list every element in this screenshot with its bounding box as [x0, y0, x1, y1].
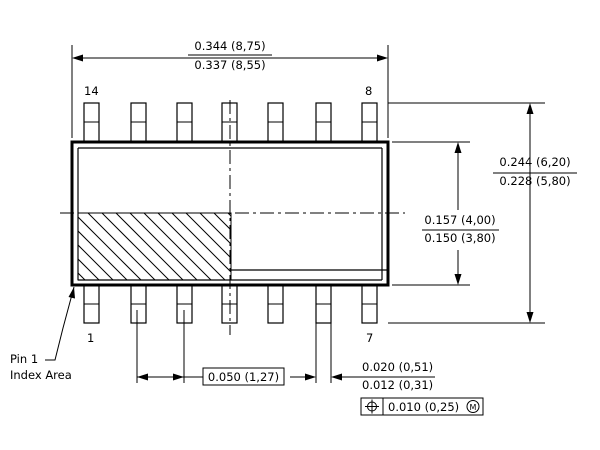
pin-7-label: 7: [366, 331, 373, 345]
lead-top-5: [267, 102, 284, 143]
hatch-line: [157, 213, 226, 280]
position-tolerance-label: 0.010 (0,25): [388, 400, 459, 414]
position-symbol-icon: [365, 399, 379, 414]
pin1-index-hatch: [77, 212, 232, 281]
overall-width-max-label: 0.244 (6,20): [499, 155, 570, 169]
length-max-label: 0.344 (8,75): [194, 39, 265, 53]
body-width-min-label: 0.150 (3,80): [424, 231, 495, 245]
lead-width-dimension: 0.020 (0,51) 0.012 (0,31): [290, 310, 435, 392]
hatch-line: [78, 216, 142, 280]
length-dimension: 0.344 (8,75) 0.337 (8,55): [71, 39, 389, 138]
position-tolerance-frame: 0.010 (0,25) M: [360, 397, 484, 416]
hatch-line: [171, 213, 231, 273]
hatch-line: [78, 230, 128, 280]
hatch-line: [115, 213, 184, 280]
index-label-line2: Index Area: [10, 368, 72, 382]
index-label-line1: Pin 1: [10, 352, 38, 366]
body-width-max-label: 0.157 (4,00): [424, 213, 495, 227]
lead-bottom-6: [315, 284, 332, 324]
overall-width-min-label: 0.228 (5,80): [499, 174, 570, 188]
pitch-label: 0.050 (1,27): [208, 370, 279, 384]
lead-width-min-label: 0.012 (0,31): [362, 378, 433, 392]
hatch-line: [101, 213, 170, 280]
hatch-line: [78, 258, 100, 280]
lead-bottom-7: [361, 284, 378, 324]
lead-top-6: [315, 102, 332, 143]
pin-14-label: 14: [84, 84, 99, 98]
lead-bottom-5: [267, 284, 284, 324]
pitch-dimension: 0.050 (1,27): [136, 310, 285, 386]
hatch-line: [143, 213, 212, 280]
center-lines: [60, 100, 405, 335]
overall-width-dimension: 0.244 (6,20) 0.228 (5,80): [388, 102, 577, 324]
hatch-line: [213, 213, 231, 231]
lead-bottom-2: [130, 284, 147, 324]
mmc-modifier-label: M: [470, 403, 477, 412]
mmc-modifier-icon: [466, 400, 480, 413]
hatch-line: [185, 213, 231, 259]
length-min-label: 0.337 (8,55): [194, 58, 265, 72]
lead-top-2: [130, 102, 147, 143]
lead-top-3: [176, 102, 193, 143]
hatch-line: [87, 213, 156, 280]
pin-8-label: 8: [365, 84, 372, 98]
pin1-index-callout: Pin 1 Index Area: [10, 286, 75, 382]
hatch-line: [199, 213, 231, 245]
body-width-dimension: 0.157 (4,00) 0.150 (3,80): [392, 141, 499, 286]
hatch-line: [129, 213, 198, 280]
lead-bottom-1: [83, 284, 100, 324]
hatch-line: [78, 272, 86, 280]
pin-1-label: 1: [87, 331, 94, 345]
lead-top-1: [83, 102, 100, 143]
lead-width-max-label: 0.020 (0,51): [362, 360, 433, 374]
hatch-line: [78, 244, 114, 280]
lead-top-7: [361, 102, 378, 143]
